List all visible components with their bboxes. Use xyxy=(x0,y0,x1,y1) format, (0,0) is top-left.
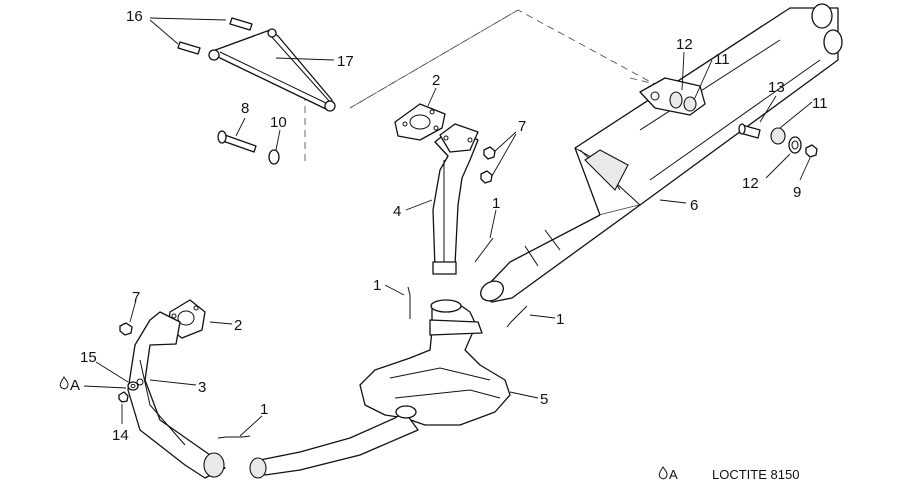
legend-text: LOCTITE 8150 xyxy=(712,467,799,482)
callout-1-middle: 1 xyxy=(373,277,381,294)
callout-16: 16 xyxy=(126,8,143,25)
callout-labels: 16 17 8 10 2 7 4 1 12 11 13 11 12 9 6 1 … xyxy=(70,8,828,444)
callout-A: A xyxy=(70,377,80,394)
loctite-drop-icon xyxy=(59,376,69,390)
callout-5: 5 xyxy=(540,391,548,408)
silencer-hardware xyxy=(738,123,818,158)
legend: A LOCTITE 8150 xyxy=(669,467,799,482)
silencer xyxy=(480,3,843,303)
springs xyxy=(217,237,528,439)
callout-11-upper: 11 xyxy=(714,51,730,68)
callout-7-lower: 7 xyxy=(132,289,140,306)
callout-13: 13 xyxy=(768,79,785,96)
callout-10: 10 xyxy=(270,114,287,131)
callout-12-upper: 12 xyxy=(676,36,693,53)
callout-11-right: 11 xyxy=(812,95,828,112)
upper-head-pipe xyxy=(432,123,479,275)
callout-12-right: 12 xyxy=(742,175,759,192)
leader-lines xyxy=(83,17,813,437)
callout-6: 6 xyxy=(690,197,698,214)
collector-pipe xyxy=(249,299,511,479)
bolt-and-washer xyxy=(217,130,280,165)
callout-8: 8 xyxy=(241,100,249,117)
callout-4: 4 xyxy=(393,203,401,220)
callout-1-right: 1 xyxy=(556,311,564,328)
callout-2-upper: 2 xyxy=(432,72,440,89)
callout-15: 15 xyxy=(80,349,97,366)
callout-1-upper: 1 xyxy=(492,195,500,212)
callout-3: 3 xyxy=(198,379,206,396)
legend-symbol: A xyxy=(669,467,678,482)
callout-14: 14 xyxy=(112,427,129,444)
upper-gasket xyxy=(394,103,446,141)
silencer-bracket xyxy=(639,77,706,116)
callout-1-lower: 1 xyxy=(260,401,268,418)
callout-17: 17 xyxy=(337,53,354,70)
callout-2-lower: 2 xyxy=(234,317,242,334)
upper-nuts xyxy=(480,146,496,184)
callout-7-upper: 7 xyxy=(518,118,526,135)
callout-9: 9 xyxy=(793,184,801,201)
lower-head-pipe xyxy=(127,311,226,479)
lower-hardware xyxy=(118,322,139,403)
legend-drop-icon xyxy=(658,466,668,480)
hanger-bracket xyxy=(177,17,336,112)
